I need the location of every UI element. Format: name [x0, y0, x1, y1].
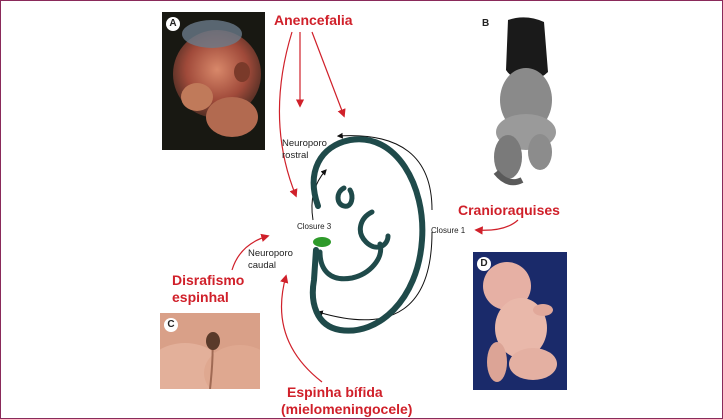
label-closure-1: Closure 1	[431, 226, 465, 236]
arrow-anencefalia-1	[279, 32, 296, 196]
label-neuroporo-rostral-2: rostral	[282, 150, 308, 161]
label-disrafismo-line2: espinhal	[172, 289, 229, 306]
arrow-espinha-bifida	[282, 276, 323, 382]
arrow-anencefalia-3	[312, 32, 344, 116]
label-neuroporo-caudal-1: Neuroporo	[248, 248, 293, 259]
label-espinha-line2: (mielomeningocele)	[281, 401, 412, 418]
label-disrafismo-line1: Disrafismo	[172, 272, 244, 289]
embryo-inner-curve	[360, 212, 388, 247]
caudal-neuropore-marker	[313, 237, 331, 247]
label-espinha-line1: Espinha bífida	[287, 384, 383, 401]
label-closure-3: Closure 3	[297, 222, 331, 232]
embryo-tail	[320, 244, 381, 279]
label-neuroporo-caudal-2: caudal	[248, 260, 276, 271]
embryo-outline	[313, 139, 422, 330]
label-anencefalia: Anencefalia	[274, 12, 353, 29]
embryo-inner-curve-2	[338, 188, 352, 206]
label-cranioraquises: Cranioraquises	[458, 202, 560, 219]
arrow-cranioraquises	[476, 220, 518, 230]
label-neuroporo-rostral-1: Neuroporo	[282, 138, 327, 149]
